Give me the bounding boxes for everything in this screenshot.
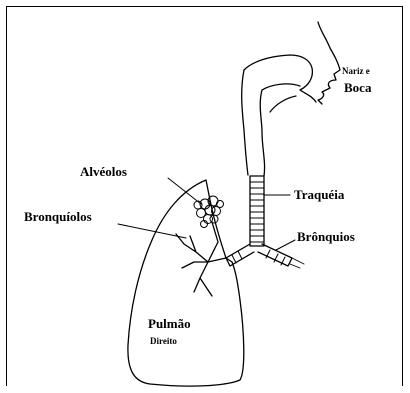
trachea-rings [250, 182, 264, 242]
label-bronchi: Brônquios [297, 229, 355, 244]
label-lung-2: Direito [150, 336, 177, 346]
label-nose-mouth-2: Boca [344, 80, 372, 95]
label-nose-mouth-1: Nariz e [342, 66, 370, 76]
right-bronchus-tip [290, 258, 304, 268]
pharynx-right [260, 90, 264, 176]
oral-cavity [262, 84, 300, 112]
label-bronchioles: Bronquíolos [24, 209, 92, 224]
label-alveoli: Alvéolos [80, 164, 127, 179]
label-lung-1: Pulmão [148, 316, 191, 331]
head-profile [318, 22, 340, 104]
alveoli-cluster [194, 196, 224, 228]
bronchi-leader [276, 240, 295, 250]
right-bronchus [258, 244, 292, 266]
alveoli-leader [168, 178, 201, 204]
right-lung [128, 180, 244, 386]
nasal-cavity [244, 55, 316, 102]
bronchioles-leader [118, 224, 186, 238]
pharynx-left [242, 70, 248, 175]
label-trachea: Traquéia [294, 187, 345, 202]
